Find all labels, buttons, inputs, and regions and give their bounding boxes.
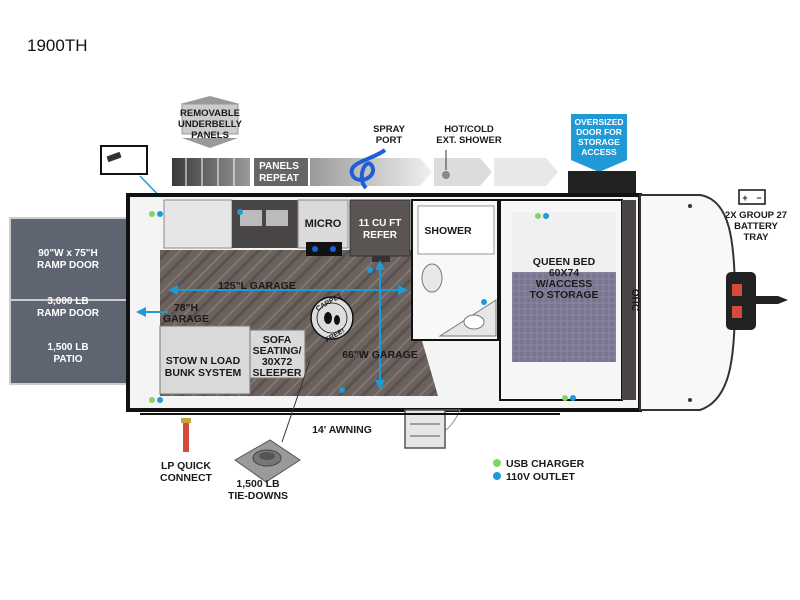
garage-width-label: 66"W GARAGE [342,349,418,361]
panels-repeat-label: PANELS REPEAT [259,161,299,184]
lp-connect-icon [181,418,191,452]
garage-width-arrow [375,260,385,390]
svg-text:REPEAT: REPEAT [259,173,299,184]
hitch [726,272,788,330]
outlet-markers [149,209,576,403]
bedroom [499,199,636,401]
underbelly-arrow-icon [180,96,240,148]
svg-text:TIE-DOWNS: TIE-DOWNS [228,490,288,502]
svg-text:1,500 LB: 1,500 LB [47,342,88,353]
svg-text:30X72: 30X72 [262,356,293,368]
ohc-label: OHC [629,289,640,311]
lp-connect-label: LP QUICK CONNECT [160,460,213,484]
legend-usb-label: USB CHARGER [506,458,585,470]
ramp-door-weight-label: 3,000 LB RAMP DOOR [37,296,100,319]
refer-label: 11 CU FT REFER [359,218,402,241]
svg-text:11 CU FT: 11 CU FT [359,218,402,229]
storage-door [568,171,636,197]
svg-text:SLEEPER: SLEEPER [252,367,301,379]
svg-text:GARAGE: GARAGE [163,313,209,325]
svg-text:LP QUICK: LP QUICK [161,460,211,472]
garage-length-arrow [168,285,408,295]
micro-label: MICRO [305,218,342,230]
svg-text:STOW N LOAD: STOW N LOAD [166,355,241,367]
sofa-label: SOFA SEATING/ 30X72 SLEEPER [252,334,301,379]
removable-underbelly-label: REMOVABLE UNDERBELLY PANELS [178,108,243,141]
garage-length-label: 125"L GARAGE [218,280,296,292]
svg-text:2X GROUP 27: 2X GROUP 27 [725,210,787,221]
ramp-door-size-label: 90"W x 75"H RAMP DOOR [37,248,100,271]
svg-text:REMOVABLE: REMOVABLE [180,108,240,119]
svg-text:TO STORAGE: TO STORAGE [529,289,598,301]
svg-text:1,500 LB: 1,500 LB [236,478,280,490]
svg-text:CONNECT: CONNECT [160,472,213,484]
svg-text:BATTERY: BATTERY [734,221,778,232]
awning-label: 14' AWNING [312,424,372,436]
svg-text:3,000 LB: 3,000 LB [47,296,88,307]
svg-text:DOOR FOR: DOOR FOR [576,127,622,137]
svg-text:ACCESS: ACCESS [581,147,617,157]
legend: USB CHARGER 110V OUTLET [493,458,585,483]
svg-text:OVERSIZED: OVERSIZED [574,117,623,127]
queen-bed-label: QUEEN BED 60X74 W/ACCESS TO STORAGE [529,256,598,301]
front-cap [639,194,737,411]
oversized-door-callout: OVERSIZED DOOR FOR STORAGE ACCESS [571,114,627,172]
garage-height-arrow [136,307,168,317]
model-title: 1900TH [27,36,87,55]
svg-text:RAMP DOOR: RAMP DOOR [37,260,100,271]
shower-label: SHOWER [424,225,472,237]
svg-text:W/ACCESS: W/ACCESS [536,278,593,290]
legend-usb-swatch [493,459,501,467]
svg-text:PORT: PORT [376,135,403,146]
svg-text:−: − [756,193,761,203]
svg-text:PATIO: PATIO [53,354,82,365]
svg-text:PANELS: PANELS [259,161,299,172]
entry-door [404,409,461,449]
underbelly-panel-strip [172,158,558,186]
svg-text:STORAGE: STORAGE [578,137,620,147]
garage-height-label: 78"H GARAGE [163,302,209,325]
svg-text:TRAY: TRAY [744,232,770,243]
svg-text:HOT/COLD: HOT/COLD [444,124,494,135]
bathroom [411,199,499,341]
bunk-system-label: STOW N LOAD BUNK SYSTEM [165,355,242,379]
legend-outlet-swatch [493,472,501,480]
svg-text:+: + [742,193,747,203]
spray-port-label: SPRAY PORT [373,124,406,146]
refrigerator [349,199,411,257]
svg-text:78"H: 78"H [174,302,198,314]
svg-text:90"W x 75"H: 90"W x 75"H [38,248,98,259]
refrigerator-handle [372,256,390,262]
svg-text:60X74: 60X74 [549,267,580,279]
svg-text:QUEEN BED: QUEEN BED [533,256,596,268]
spray-hose-icon [349,148,387,190]
svg-text:SEATING/: SEATING/ [253,345,302,357]
tie-downs-label: 1,500 LB TIE-DOWNS [228,478,288,502]
tie-down-icon [234,359,311,483]
galley-counter [163,199,349,256]
patio-label: 1,500 LB PATIO [47,342,88,365]
ext-shower-label: HOT/COLD EXT. SHOWER [436,124,502,146]
shower-head-icon [442,150,450,179]
svg-text:PANELS: PANELS [191,130,229,141]
svg-text:RAMP DOOR: RAMP DOOR [37,308,100,319]
svg-text:SPRAY: SPRAY [373,124,406,135]
battery-icon: + − [738,189,766,205]
svg-text:EXT. SHOWER: EXT. SHOWER [436,135,502,146]
svg-text:BUNK SYSTEM: BUNK SYSTEM [165,367,242,379]
svg-text:REFER: REFER [363,230,398,241]
svg-text:SOFA: SOFA [263,334,292,346]
battery-tray-label: 2X GROUP 27 BATTERY TRAY [725,210,787,243]
bunk-system [159,325,251,395]
tv-remote-icon [100,145,169,206]
legend-outlet-label: 110V OUTLET [506,471,575,483]
svg-text:UNDERBELLY: UNDERBELLY [178,119,243,130]
